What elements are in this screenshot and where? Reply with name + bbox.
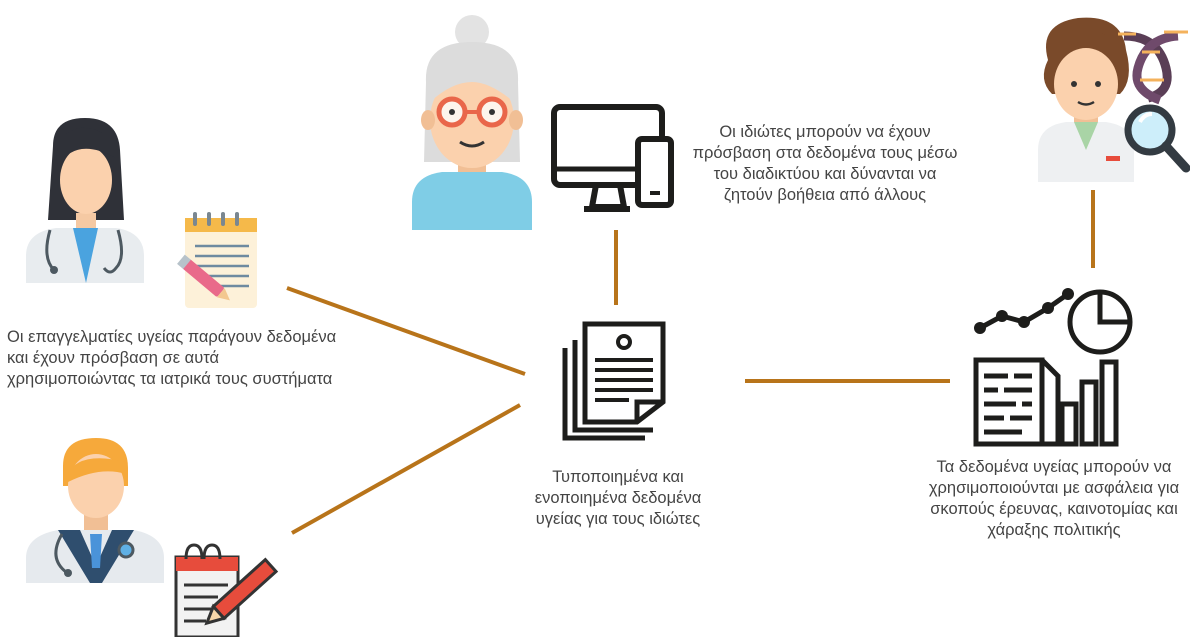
caption-individuals: Οι ιδιώτες μπορούν να έχουν πρόσβαση στα…: [692, 123, 958, 204]
clipboard-pen-icon: [174, 543, 279, 637]
female-doctor-icon: [26, 118, 144, 283]
scientist-icon: [1038, 17, 1134, 182]
notepad-icon: [177, 212, 257, 308]
elderly-woman-icon: [412, 15, 532, 230]
caption-center: Τυποποιημένα και ενοποιημένα δεδομένα υγ…: [534, 468, 702, 528]
connector-doctor: [291, 403, 521, 535]
connector-professionals: [286, 286, 526, 376]
male-doctor-icon: [26, 438, 164, 583]
computer-phone-icon: [551, 104, 674, 212]
caption-professionals: Οι επαγγελματίες υγείας παράγουν δεδομέν…: [7, 328, 337, 388]
caption-research: Τα δεδομένα υγείας μπορούν να χρησιμοποι…: [928, 458, 1180, 539]
dna-magnifier-icon: [1118, 30, 1190, 173]
analytics-icon: [973, 288, 1133, 447]
documents-stack-icon: [562, 321, 666, 441]
